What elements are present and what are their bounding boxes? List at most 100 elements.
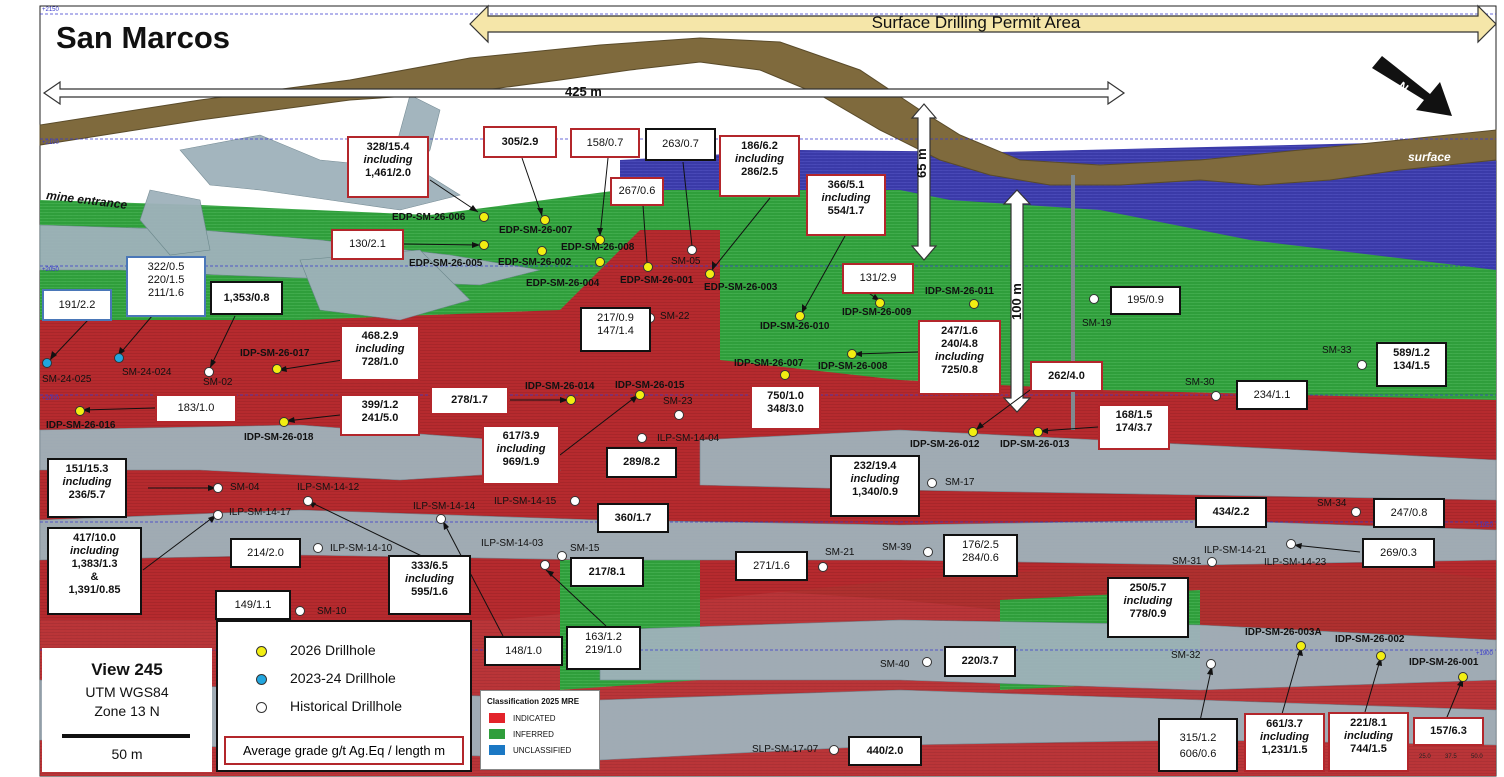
drillhole-label: SM-10 [317,606,347,617]
elevation-2150: +2150 [42,7,59,13]
drillhole-marker-historical[interactable] [213,510,223,520]
drillhole-marker-2026[interactable] [705,269,715,279]
drillhole-label: SM-24-024 [122,367,172,378]
drillhole-marker-2026[interactable] [75,406,85,416]
drillhole-marker-historical[interactable] [818,562,828,572]
drillhole-label: SM-40 [880,659,910,670]
assay-box: 262/4.0 [1030,361,1103,392]
drillhole-marker-2026[interactable] [537,246,547,256]
drillhole-marker-historical[interactable] [303,496,313,506]
drillhole-marker-historical[interactable] [829,745,839,755]
drillhole-marker-historical[interactable] [922,657,932,667]
drillhole-marker-historical[interactable] [1286,539,1296,549]
drillhole-label: IDP-SM-26-013 [1000,439,1070,450]
drillhole-marker-2026[interactable] [847,349,857,359]
drillhole-marker-historical[interactable] [674,410,684,420]
drillhole-label: EDP-SM-26-002 [498,257,572,268]
unclassified-swatch [489,745,505,755]
assay-box: 278/1.7 [430,386,509,415]
drillhole-marker-2026[interactable] [279,417,289,427]
drillhole-label: SM-33 [1322,345,1352,356]
drillhole-marker-2026[interactable] [1458,672,1468,682]
drillhole-marker-historical[interactable] [1211,391,1221,401]
drillhole-label: SM-32 [1171,650,1201,661]
drillhole-marker-historical[interactable] [1207,557,1217,567]
drillhole-marker-2023[interactable] [114,353,124,363]
inferred-label: INFERRED [513,730,554,739]
drillhole-marker-2026[interactable] [1376,651,1386,661]
drillhole-marker-historical[interactable] [927,478,937,488]
drillhole-marker-2026[interactable] [643,262,653,272]
drillhole-label: IDP-SM-26-007 [734,358,804,369]
drillhole-label: ILP-SM-14-04 [657,433,720,444]
drillhole-label: IDP-SM-26-010 [760,321,830,332]
drillhole-marker-2026[interactable] [595,257,605,267]
drillhole-marker-2026[interactable] [566,395,576,405]
drillhole-marker-2026[interactable] [795,311,805,321]
drillhole-marker-historical[interactable] [436,514,446,524]
surface-topography [39,37,1497,186]
drillhole-label: IDP-SM-26-015 [615,380,685,391]
inferred-swatch [489,729,505,739]
assay-box: 195/0.9 [1110,286,1181,315]
drillhole-marker-2026[interactable] [479,240,489,250]
drillhole-label: ILP-SM-14-15 [494,496,557,507]
grade-note: Average grade g/t Ag.Eq / length m [224,736,464,765]
drillhole-marker-2026[interactable] [540,215,550,225]
assay-box: 191/2.2 [42,289,112,321]
drillhole-marker-historical[interactable] [557,551,567,561]
drillhole-marker-historical[interactable] [923,547,933,557]
assay-box: 271/1.6 [735,551,808,581]
legend-2023-icon [256,674,267,685]
drillhole-marker-historical[interactable] [540,560,550,570]
drillhole-marker-2026[interactable] [780,370,790,380]
drillhole-label: EDP-SM-26-008 [561,242,635,253]
depth-100-arrow [1002,189,1032,413]
drillhole-marker-2026[interactable] [595,235,605,245]
depth-100-label: 100 m [1009,283,1024,320]
drillhole-marker-historical[interactable] [687,245,697,255]
assay-box: 148/1.0 [484,636,563,666]
drillhole-label: ILP-SM-14-10 [330,543,393,554]
drillhole-label: SM-30 [1185,377,1215,388]
drillhole-marker-2023[interactable] [42,358,52,368]
drillhole-label: EDP-SM-26-006 [392,212,466,223]
drillhole-marker-2026[interactable] [479,212,489,222]
drillhole-marker-2026[interactable] [272,364,282,374]
drillhole-marker-historical[interactable] [637,433,647,443]
drillhole-marker-2026[interactable] [969,299,979,309]
drillhole-marker-2026[interactable] [968,427,978,437]
drillhole-marker-2026[interactable] [1296,641,1306,651]
elevation-2050: +2050 [42,267,59,273]
drillhole-marker-2026[interactable] [875,298,885,308]
assay-box: 434/2.2 [1195,497,1267,528]
drillhole-marker-historical[interactable] [1206,659,1216,669]
drillhole-marker-historical[interactable] [204,367,214,377]
drillhole-marker-historical[interactable] [313,543,323,553]
drillhole-marker-historical[interactable] [570,496,580,506]
elevation-1900: +1900 [1476,651,1493,657]
drillhole-marker-2026[interactable] [1033,427,1043,437]
drillhole-label: IDP-SM-26-001 [1409,657,1479,668]
drillhole-marker-historical[interactable] [1089,294,1099,304]
view-name: View 245 [91,660,163,679]
drillhole-marker-historical[interactable] [1357,360,1367,370]
drillhole-marker-2026[interactable] [635,390,645,400]
drillhole-label: SM-24-025 [42,374,92,385]
drillhole-marker-historical[interactable] [295,606,305,616]
drillhole-marker-historical[interactable] [1351,507,1361,517]
drillhole-label: IDP-SM-26-002 [1335,634,1405,645]
drillhole-marker-historical[interactable] [213,483,223,493]
north-arrow [1372,56,1452,116]
drillhole-label: SM-23 [663,396,693,407]
